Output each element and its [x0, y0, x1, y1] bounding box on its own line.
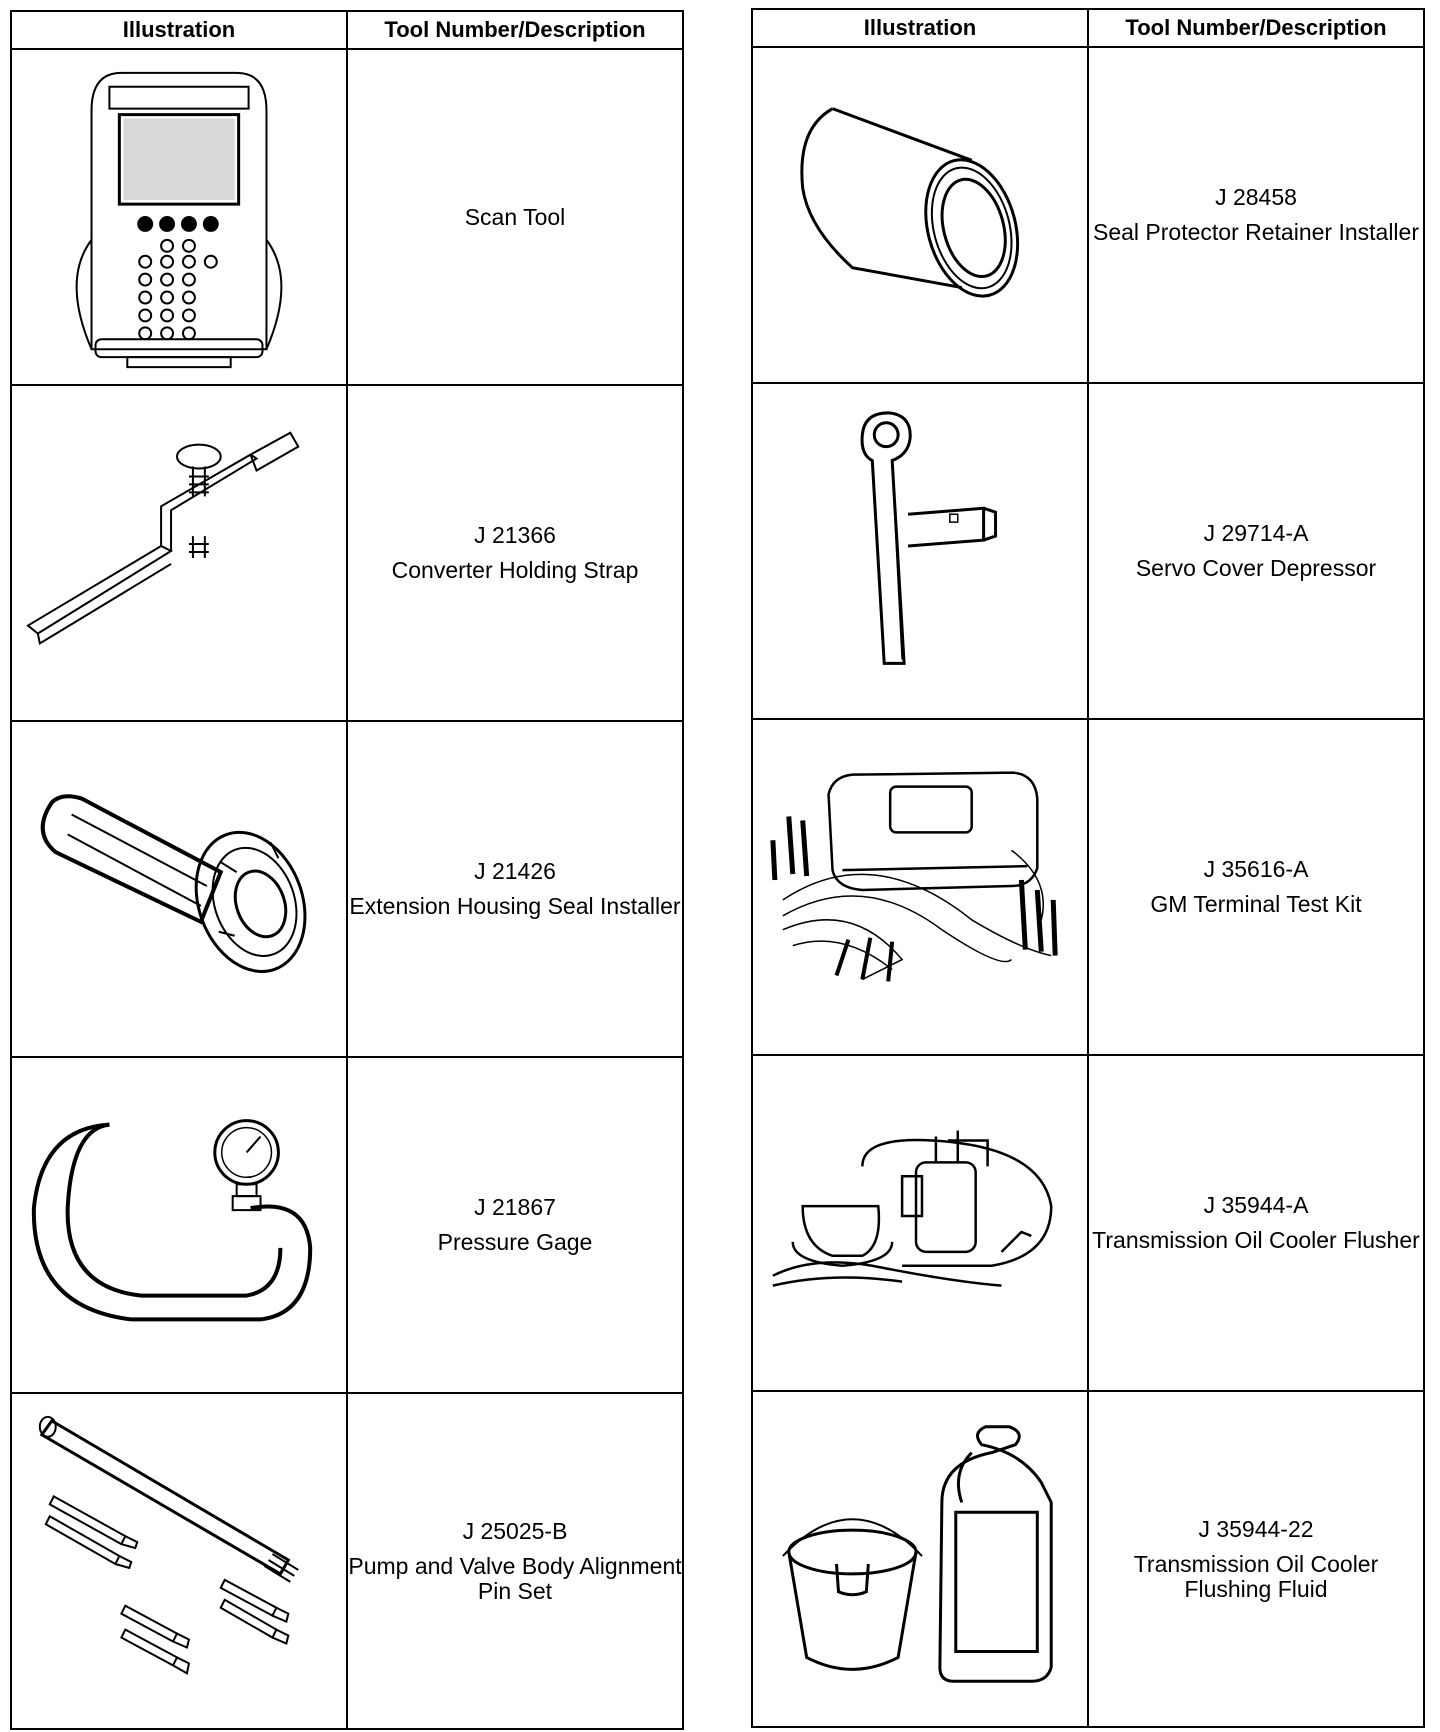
seal-installer-icon: [12, 722, 346, 1056]
table-row: J 28458 Seal Protector Retainer Installe…: [751, 46, 1425, 384]
table-row: J 35944-A Transmission Oil Cooler Flushe…: [751, 1054, 1425, 1392]
tool-description: Transmission Oil Cooler Flusher: [1092, 1227, 1420, 1253]
left-tool-table: Illustration Tool Number/Description Sca…: [10, 10, 684, 1730]
tool-description: Pump and Valve Body Alignment Pin Set: [348, 1552, 682, 1604]
illustration-cell: [751, 46, 1089, 384]
illustration-cell: [10, 720, 348, 1058]
seal-protector-icon: [753, 48, 1087, 382]
illustration-cell: [10, 1392, 348, 1730]
description-cell: J 35616-A GM Terminal Test Kit: [1087, 718, 1425, 1056]
holding-strap-icon: [12, 386, 346, 720]
tool-number: J 35944-22: [1198, 1515, 1314, 1542]
table-row: J 35616-A GM Terminal Test Kit: [751, 718, 1425, 1056]
table-row: J 21867 Pressure Gage: [10, 1056, 684, 1394]
description-cell: J 28458 Seal Protector Retainer Installe…: [1087, 46, 1425, 384]
tool-number: J 21867: [474, 1194, 556, 1220]
right-tool-table: Illustration Tool Number/Description J 2…: [751, 8, 1425, 1728]
description-cell: J 21426 Extension Housing Seal Installer: [346, 720, 684, 1058]
header-row: Illustration Tool Number/Description: [751, 8, 1425, 48]
tool-number: J 25025-B: [462, 1517, 568, 1544]
servo-depressor-icon: [753, 384, 1087, 718]
tool-description: Extension Housing Seal Installer: [349, 893, 681, 919]
table-row: Scan Tool: [10, 48, 684, 386]
table-row: J 21366 Converter Holding Strap: [10, 384, 684, 722]
tool-description: Seal Protector Retainer Installer: [1093, 219, 1419, 245]
alignment-pin-set-icon: [12, 1394, 346, 1728]
table-row: J 21426 Extension Housing Seal Installer: [10, 720, 684, 1058]
tool-number: J 21426: [474, 858, 556, 884]
description-cell: J 29714-A Servo Cover Depressor: [1087, 382, 1425, 720]
cooler-flusher-icon: [753, 1056, 1087, 1390]
tool-description: Converter Holding Strap: [391, 557, 639, 583]
tool-number: J 29714-A: [1203, 520, 1309, 546]
tool-description: Pressure Gage: [437, 1229, 593, 1255]
scan-tool-icon: [12, 50, 346, 384]
table-row: J 29714-A Servo Cover Depressor: [751, 382, 1425, 720]
tool-description: GM Terminal Test Kit: [1150, 891, 1362, 917]
illustration-cell: [10, 48, 348, 386]
tool-number: J 21366: [474, 522, 556, 548]
flushing-fluid-icon: [753, 1392, 1087, 1726]
tool-header: Tool Number/Description: [346, 10, 684, 50]
description-cell: J 35944-22 Transmission Oil Cooler Flush…: [1087, 1390, 1425, 1728]
table-row: J 25025-B Pump and Valve Body Alignment …: [10, 1392, 684, 1730]
description-cell: J 21867 Pressure Gage: [346, 1056, 684, 1394]
tool-number: J 28458: [1215, 184, 1297, 210]
illustration-header: Illustration: [751, 8, 1089, 48]
tool-description: Servo Cover Depressor: [1135, 555, 1377, 581]
illustration-cell: [751, 382, 1089, 720]
description-cell: J 35944-A Transmission Oil Cooler Flushe…: [1087, 1054, 1425, 1392]
header-row: Illustration Tool Number/Description: [10, 10, 684, 50]
tool-number: J 35944-A: [1203, 1192, 1309, 1218]
illustration-header: Illustration: [10, 10, 348, 50]
illustration-cell: [10, 1056, 348, 1394]
description-cell: Scan Tool: [346, 48, 684, 386]
table-row: J 35944-22 Transmission Oil Cooler Flush…: [751, 1390, 1425, 1728]
tool-number: J 35616-A: [1203, 856, 1309, 882]
tool-description: Scan Tool: [464, 203, 566, 230]
illustration-cell: [10, 384, 348, 722]
description-cell: J 21366 Converter Holding Strap: [346, 384, 684, 722]
illustration-cell: [751, 1390, 1089, 1728]
description-cell: J 25025-B Pump and Valve Body Alignment …: [346, 1392, 684, 1730]
pressure-gage-icon: [12, 1058, 346, 1392]
tool-header: Tool Number/Description: [1087, 8, 1425, 48]
illustration-cell: [751, 1054, 1089, 1392]
illustration-cell: [751, 718, 1089, 1056]
tool-description: Transmission Oil Cooler Flushing Fluid: [1133, 1550, 1379, 1602]
terminal-test-kit-icon: [753, 720, 1087, 1054]
